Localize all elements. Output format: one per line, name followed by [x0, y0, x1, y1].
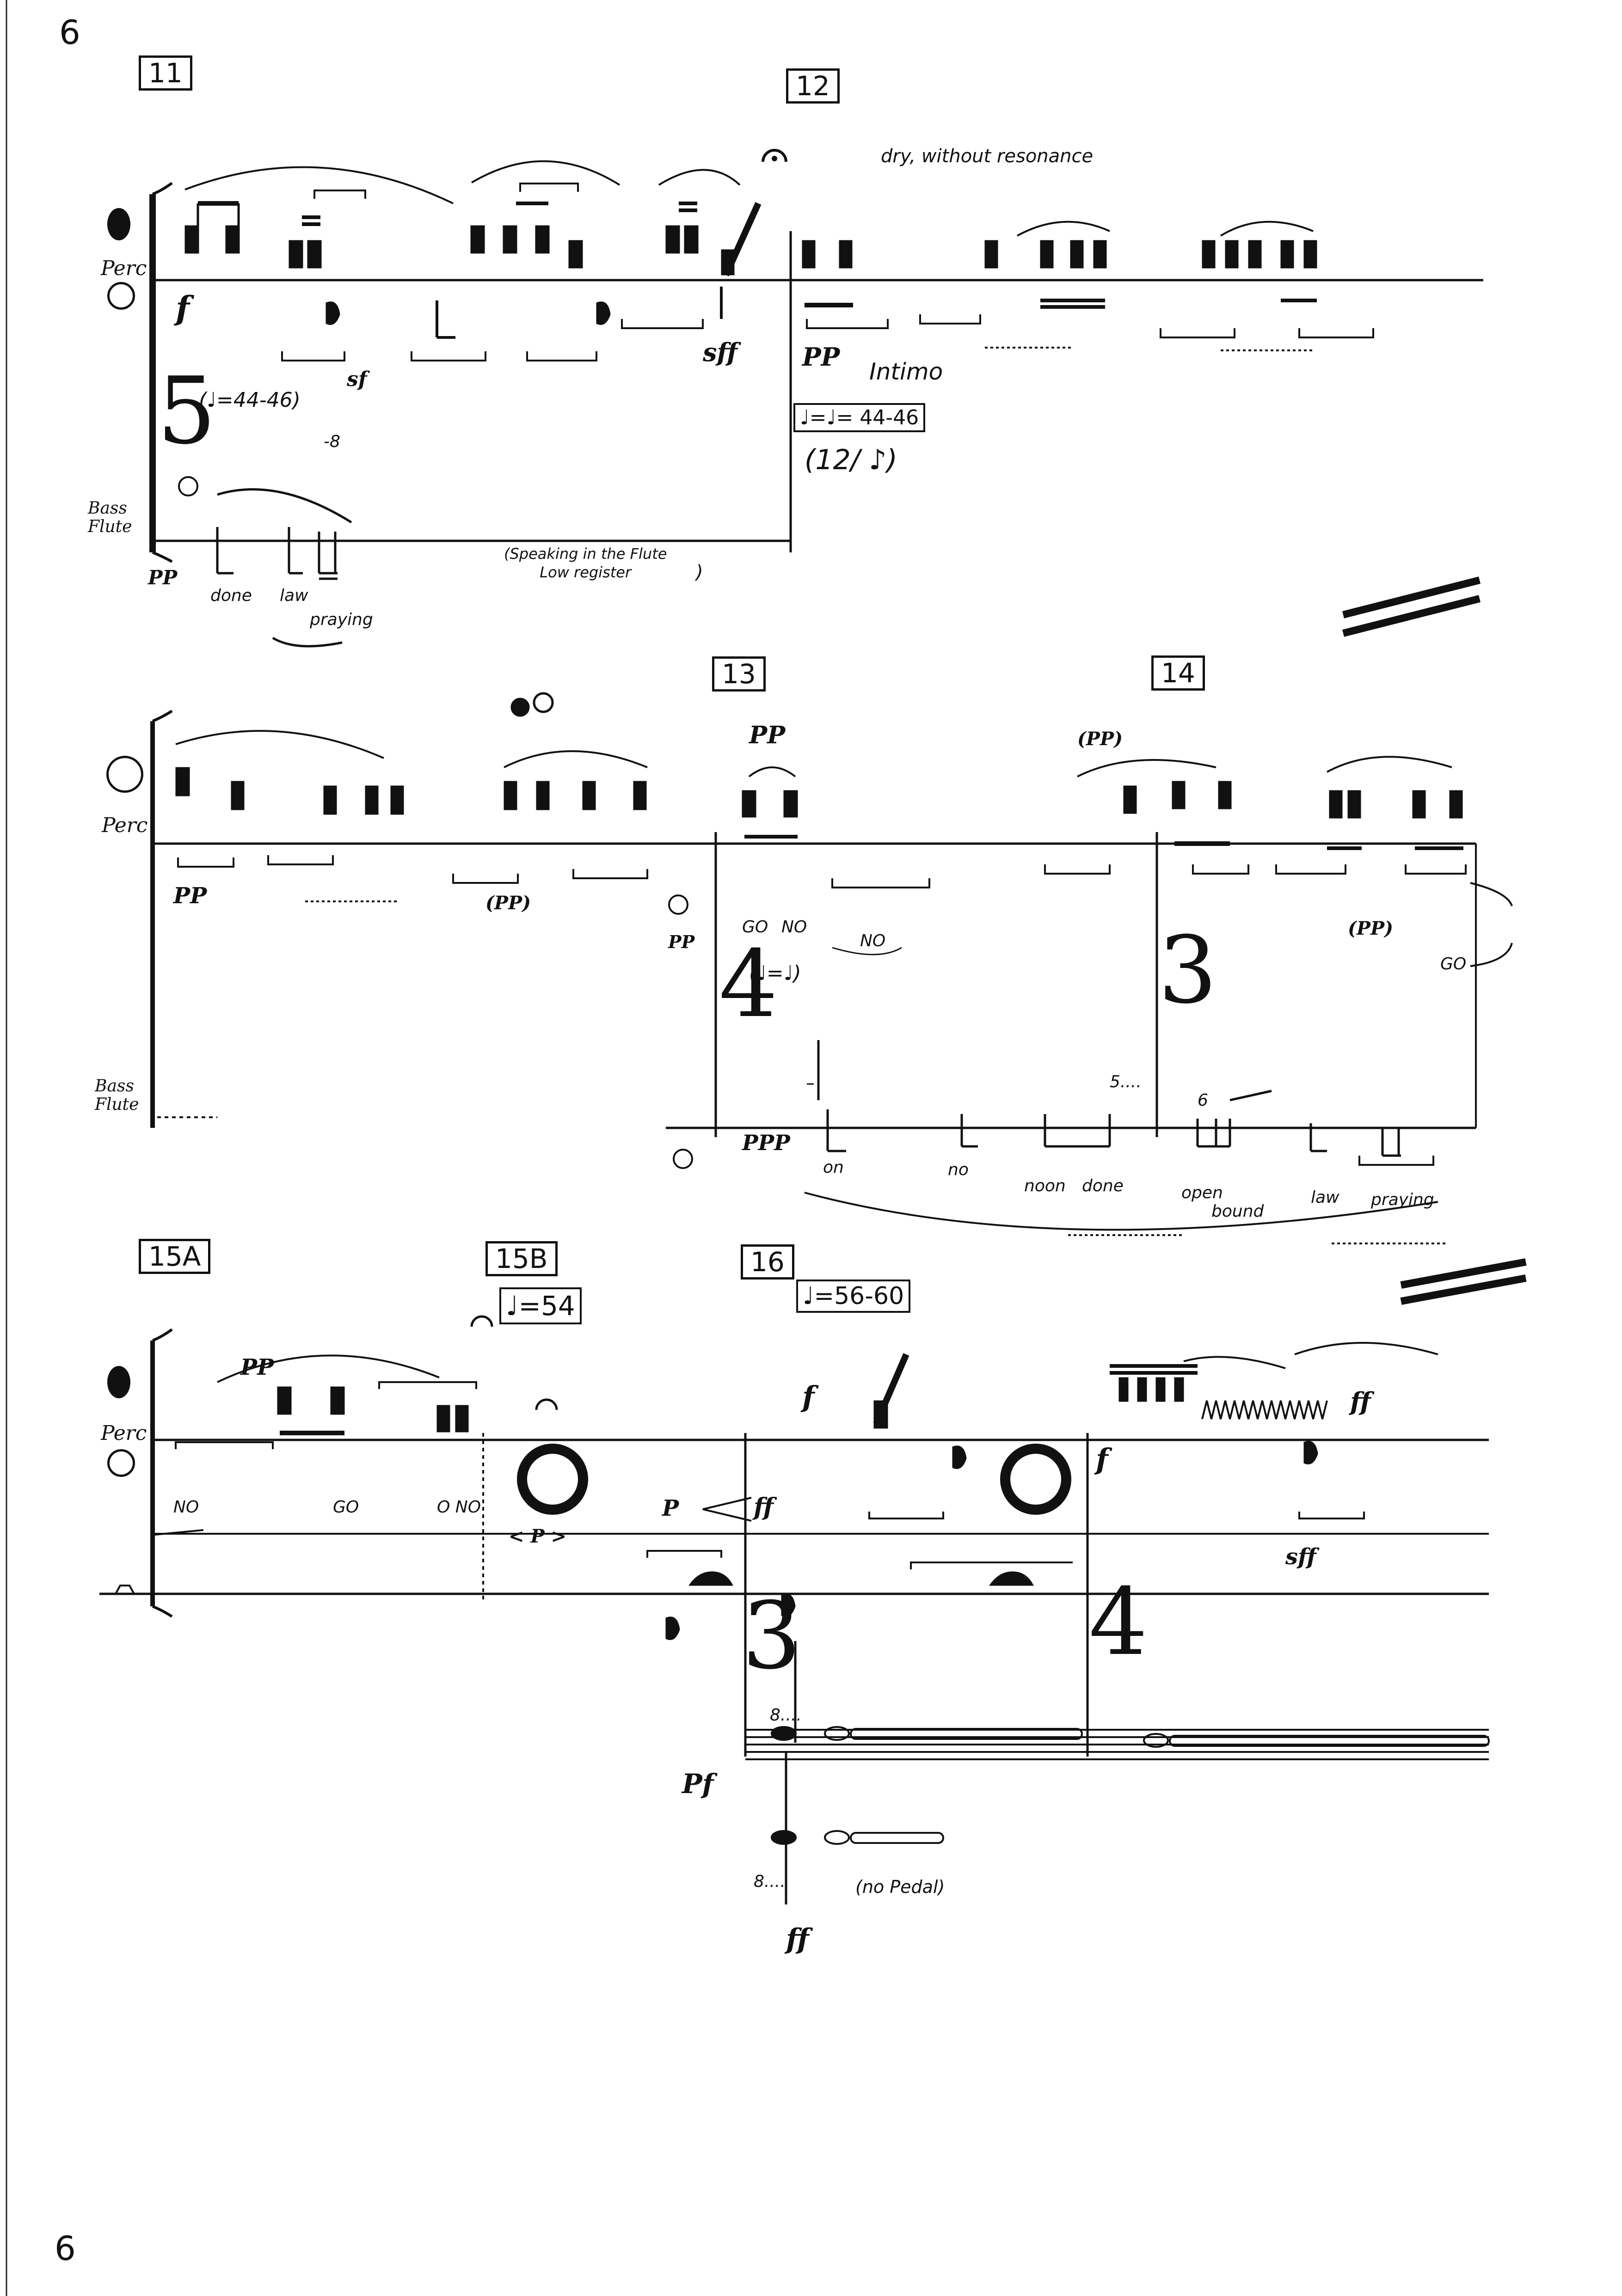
meter-12-8: (12/ ♪) — [805, 444, 897, 476]
roll-circle — [517, 1444, 588, 1515]
dynamic-sf: sf — [347, 367, 367, 391]
dynamic-p: P — [662, 1495, 679, 1521]
expression-intimo: Intimo — [869, 358, 943, 385]
lyric: praying — [1371, 1190, 1434, 1209]
lyric: NO — [173, 1498, 199, 1517]
tempo-2: ♩=♩= 44-46 — [793, 403, 926, 432]
dynamic-f: f — [176, 289, 190, 327]
page-number-bottom: 6 — [55, 2229, 76, 2268]
dynamic-hairpin: < P > — [509, 1525, 566, 1547]
tempo-3: (♩=♩) — [749, 961, 801, 985]
rehearsal-13: 13 — [712, 656, 766, 692]
dynamic-sff: sff — [703, 337, 738, 367]
lyric: law — [1311, 1188, 1339, 1207]
dynamic-ff: ff — [754, 1493, 774, 1521]
lyric: NO — [781, 918, 807, 937]
meter-4: 4 — [1089, 1568, 1148, 1676]
dynamic-pp: (PP) — [1077, 728, 1123, 750]
notes-m12 — [802, 240, 1317, 309]
dynamic-pf: Pf — [682, 1768, 714, 1800]
lyric: open — [1181, 1183, 1223, 1202]
flute-notes-1 — [216, 488, 352, 648]
dynamic-pp: PP — [668, 931, 695, 952]
notes-m11 — [184, 201, 762, 339]
dynamic-pp: PP — [749, 721, 786, 749]
lyric: GO — [742, 918, 768, 937]
meter-3: 3 — [1158, 917, 1217, 1024]
mark-five: 5.... — [1110, 1072, 1142, 1091]
meter-3: 3 — [742, 1582, 801, 1690]
mark-six: 6 — [1198, 1091, 1208, 1110]
piano-staff — [745, 1729, 1489, 1760]
lyric: no — [948, 1160, 969, 1179]
expression-speaking: (Speaking in the Flute Low register — [504, 545, 667, 581]
meter-5: 5 — [157, 357, 216, 465]
lyric: done — [210, 586, 252, 605]
gong-icon — [107, 282, 135, 310]
dynamic-pp: (PP) — [1348, 918, 1394, 939]
lyric: done — [1082, 1176, 1124, 1195]
dynamic-f: f — [802, 1380, 815, 1414]
octave-mark: -8 — [324, 432, 340, 451]
dynamic-f: f — [1096, 1442, 1108, 1476]
lyric: bound — [1211, 1202, 1264, 1221]
drum-icon — [107, 208, 130, 240]
flute-notes-2 — [817, 1040, 1401, 1157]
meter-4: 4 — [719, 931, 778, 1038]
page-number-top: 6 — [59, 13, 80, 52]
lyric: O NO — [437, 1498, 481, 1517]
instrument-bass-flute: Bass Flute — [88, 499, 132, 536]
smiley-icon — [668, 894, 688, 915]
drum-icon — [106, 756, 143, 793]
dynamic-sff: sff — [1285, 1544, 1316, 1570]
dynamic-pp: PP — [802, 342, 840, 372]
dynamic-pp: PP — [240, 1354, 274, 1380]
lyric: on — [823, 1158, 844, 1177]
rehearsal-15b: 15B — [485, 1241, 558, 1276]
lyric: GO — [333, 1498, 359, 1517]
octave-mark: 8.... — [770, 1706, 802, 1725]
lyric: noon — [1024, 1176, 1066, 1195]
instrument-perc: Perc — [101, 1421, 147, 1445]
dynamic-pp: PP — [148, 566, 178, 589]
instrument-perc: Perc — [101, 257, 147, 280]
rehearsal-16: 16 — [741, 1244, 794, 1280]
tempo-5: ♩=56-60 — [796, 1280, 911, 1313]
gong-icon — [107, 1449, 135, 1477]
expression-dry: dry, without resonance — [881, 146, 1094, 167]
expression-no-pedal: (no Pedal) — [855, 1877, 945, 1897]
dynamic-pp: (PP) — [485, 892, 531, 914]
octave-mark: 8.... — [754, 1872, 786, 1891]
drum-icon — [107, 1366, 130, 1398]
rehearsal-11: 11 — [139, 55, 192, 91]
dynamic-ff: ff — [1350, 1387, 1371, 1416]
expression-speaking-close: ) — [696, 562, 703, 583]
rehearsal-14: 14 — [1151, 655, 1205, 691]
roll-circle — [1000, 1444, 1071, 1515]
rehearsal-12: 12 — [786, 68, 840, 104]
lyric: GO — [1440, 955, 1467, 974]
dynamic-ff: ff — [786, 1923, 809, 1955]
dynamic-ppp: PPP — [742, 1130, 790, 1155]
notes-sys2 — [175, 692, 1463, 850]
tempo-4: ♩=54 — [499, 1287, 582, 1324]
rehearsal-15a: 15A — [139, 1239, 211, 1274]
instrument-perc: Perc — [102, 814, 148, 837]
dynamic-pp: PP — [173, 883, 207, 909]
tempo-1: (♩=44-46) — [199, 388, 301, 412]
smiley-icon — [673, 1149, 693, 1169]
lyric: law — [280, 586, 308, 605]
lyric: praying — [310, 610, 373, 629]
piano-long-notes — [771, 1726, 1490, 1845]
smiley-icon — [178, 476, 198, 496]
instrument-bass-flute: Bass Flute — [95, 1077, 139, 1114]
lyric: NO — [860, 931, 886, 950]
notes-sys3 — [277, 1353, 1318, 1640]
